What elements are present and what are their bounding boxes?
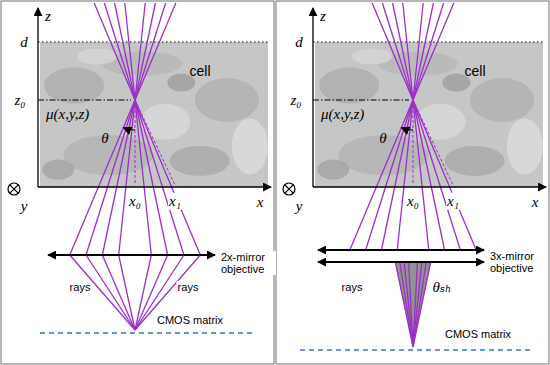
light-ray xyxy=(366,3,444,250)
cell-image xyxy=(40,42,268,187)
light-ray xyxy=(350,3,454,250)
cell-texture xyxy=(170,146,230,176)
light-ray xyxy=(413,262,431,347)
cmos-sensor xyxy=(40,332,255,334)
coordinate-label: x₁ xyxy=(446,193,460,210)
light-ray xyxy=(94,3,200,255)
light-ray xyxy=(393,3,445,250)
cell-texture xyxy=(470,78,534,122)
light-ray xyxy=(413,262,422,347)
coordinate-label: x₀ xyxy=(406,193,420,210)
focal-plane-line xyxy=(38,100,131,101)
focal-plane-line xyxy=(313,100,409,101)
light-ray xyxy=(135,255,151,330)
axis-label: x xyxy=(256,194,265,211)
light-ray xyxy=(102,3,155,255)
angle-arc xyxy=(123,128,135,130)
dimension-label: z₀ xyxy=(289,92,302,109)
cell-label: cell xyxy=(464,64,485,79)
light-ray xyxy=(397,3,423,250)
objective-lens xyxy=(48,254,215,256)
axis-label: y xyxy=(20,198,29,215)
cell-texture xyxy=(415,104,465,140)
light-ray xyxy=(381,3,433,250)
z-axis xyxy=(312,8,313,187)
objective-lens xyxy=(318,261,484,263)
axis-label: x xyxy=(531,194,540,211)
convergence-cone xyxy=(395,262,431,347)
light-ray xyxy=(70,3,176,255)
ray-label: rays xyxy=(177,281,200,293)
x1-guide xyxy=(135,100,175,185)
ray-label: rays xyxy=(341,281,364,293)
cell-texture xyxy=(319,68,379,104)
light-ray xyxy=(102,255,135,330)
cell-texture xyxy=(140,104,190,140)
dimension-label: z₀ xyxy=(13,92,26,109)
light-ray xyxy=(413,262,426,347)
depth-boundary xyxy=(313,41,543,42)
angle-arc xyxy=(401,128,413,130)
light-ray xyxy=(403,3,429,250)
dimension-label: d xyxy=(294,34,304,51)
objective-lens xyxy=(318,249,484,251)
coordinate-label: x₀ xyxy=(128,193,142,210)
light-ray xyxy=(404,262,413,347)
ray-label: rays xyxy=(69,281,92,293)
light-ray xyxy=(86,3,166,255)
angle-label: θₛₕ xyxy=(432,279,453,296)
cell-texture xyxy=(445,146,505,176)
cell-texture xyxy=(317,160,349,180)
axis-label: y xyxy=(295,198,304,215)
x1-guide xyxy=(413,100,453,185)
detector-label: CMOS matrix xyxy=(444,328,512,340)
x-axis xyxy=(38,186,271,187)
cell-image xyxy=(315,42,543,187)
light-ray xyxy=(395,262,413,347)
light-ray xyxy=(104,3,184,255)
cell-texture xyxy=(77,49,117,65)
cell-texture xyxy=(352,49,392,65)
x-axis xyxy=(313,186,546,187)
axis-label: z xyxy=(44,8,52,25)
light-ray xyxy=(413,262,417,347)
cmos-sensor xyxy=(300,349,530,351)
objective-label: 2x-mirror objective xyxy=(220,251,276,275)
angle-label: θ xyxy=(100,130,109,147)
y-axis-symbol xyxy=(285,185,293,193)
cell-region: cell μ(x,y,z) xyxy=(315,42,543,187)
cell-texture xyxy=(42,160,74,180)
x0-guide xyxy=(413,100,414,185)
axis-label: z xyxy=(319,8,327,25)
dimension-label: d xyxy=(19,34,29,51)
light-ray xyxy=(86,255,135,330)
panel-frame xyxy=(276,1,549,364)
coordinate-label: x₁ xyxy=(168,193,182,210)
objective-label: 3x-mirror objective xyxy=(489,250,547,274)
y-axis-symbol xyxy=(283,183,295,195)
x0-guide xyxy=(135,100,136,185)
cell-texture xyxy=(195,78,259,122)
light-ray xyxy=(382,3,460,250)
angle-label: θ xyxy=(378,130,387,147)
panel-frame xyxy=(1,1,274,364)
y-axis-symbol xyxy=(10,185,18,193)
light-ray xyxy=(372,3,476,250)
cell-label: cell xyxy=(189,64,210,79)
cell-texture xyxy=(232,118,268,174)
light-ray xyxy=(119,255,135,330)
cell-texture xyxy=(44,68,104,104)
z-axis xyxy=(37,8,38,187)
cell-region: cell μ(x,y,z) xyxy=(40,42,268,187)
attenuation-label: μ(x,y,z) xyxy=(321,106,364,123)
detector-label: CMOS matrix xyxy=(156,314,224,326)
y-axis-symbol xyxy=(8,183,20,195)
cell-texture xyxy=(507,118,543,174)
attenuation-label: μ(x,y,z) xyxy=(46,106,89,123)
